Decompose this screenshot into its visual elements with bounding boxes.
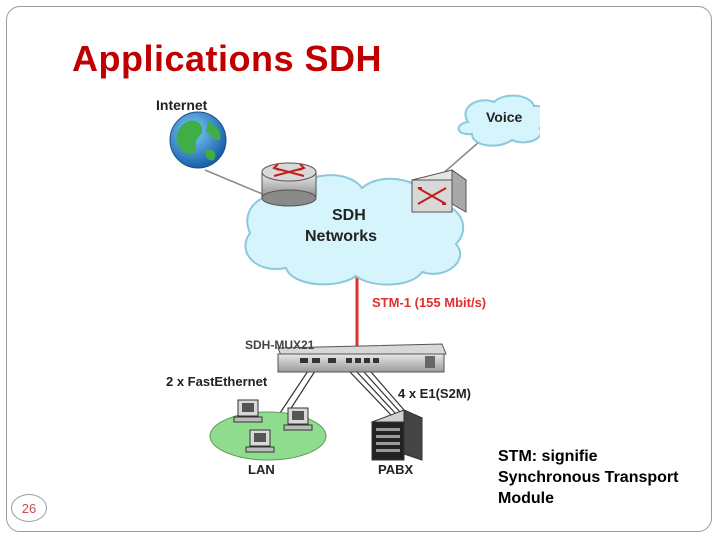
internet-globe-icon — [169, 111, 227, 169]
note-line: STM: signifie — [498, 448, 598, 465]
e1-link-line — [356, 371, 397, 415]
voice-cloud — [457, 94, 540, 147]
slide-frame — [6, 6, 712, 532]
pabx-cabinet-icon — [370, 409, 424, 461]
internet-label: Internet — [156, 97, 208, 113]
workstation-icon — [283, 407, 313, 431]
stm-definition-note: STM: signifie Synchronous Transport Modu… — [498, 446, 713, 509]
fast-ethernet-label: 2 x FastEthernet — [166, 374, 268, 389]
sdh-network-diagram: Internet Voice SDH Networks STM-1 (155 M… — [156, 94, 540, 477]
stm1-link-label: STM-1 (155 Mbit/s) — [372, 295, 486, 310]
networks-label: Networks — [305, 228, 377, 245]
e1-label: 4 x E1(S2M) — [398, 386, 471, 401]
note-line: Synchronous Transport — [498, 469, 679, 486]
voice-label: Voice — [486, 109, 523, 125]
pabx-label: PABX — [378, 462, 413, 477]
sdh-label: SDH — [332, 207, 366, 224]
note-line: Module — [498, 490, 554, 507]
sdh-mux21-device-icon — [277, 343, 447, 373]
e1-link-line — [370, 371, 405, 411]
lan-label: LAN — [248, 462, 275, 477]
workstation-icon — [245, 429, 275, 453]
voice-switch-icon — [410, 169, 468, 213]
internet-link-line — [204, 169, 273, 199]
router-icon — [261, 162, 317, 207]
slide-title: Applications SDH — [72, 38, 383, 79]
sdh-mux21-label: SDH-MUX21 — [245, 338, 315, 352]
page-number: 26 — [11, 494, 47, 522]
workstation-icon — [233, 399, 263, 423]
e1-link-line — [363, 371, 401, 413]
fast-ethernet-link-line — [287, 367, 318, 414]
lan-network-icon — [209, 399, 327, 461]
fast-ethernet-link-line — [279, 367, 311, 414]
e1-link-line — [349, 371, 393, 417]
